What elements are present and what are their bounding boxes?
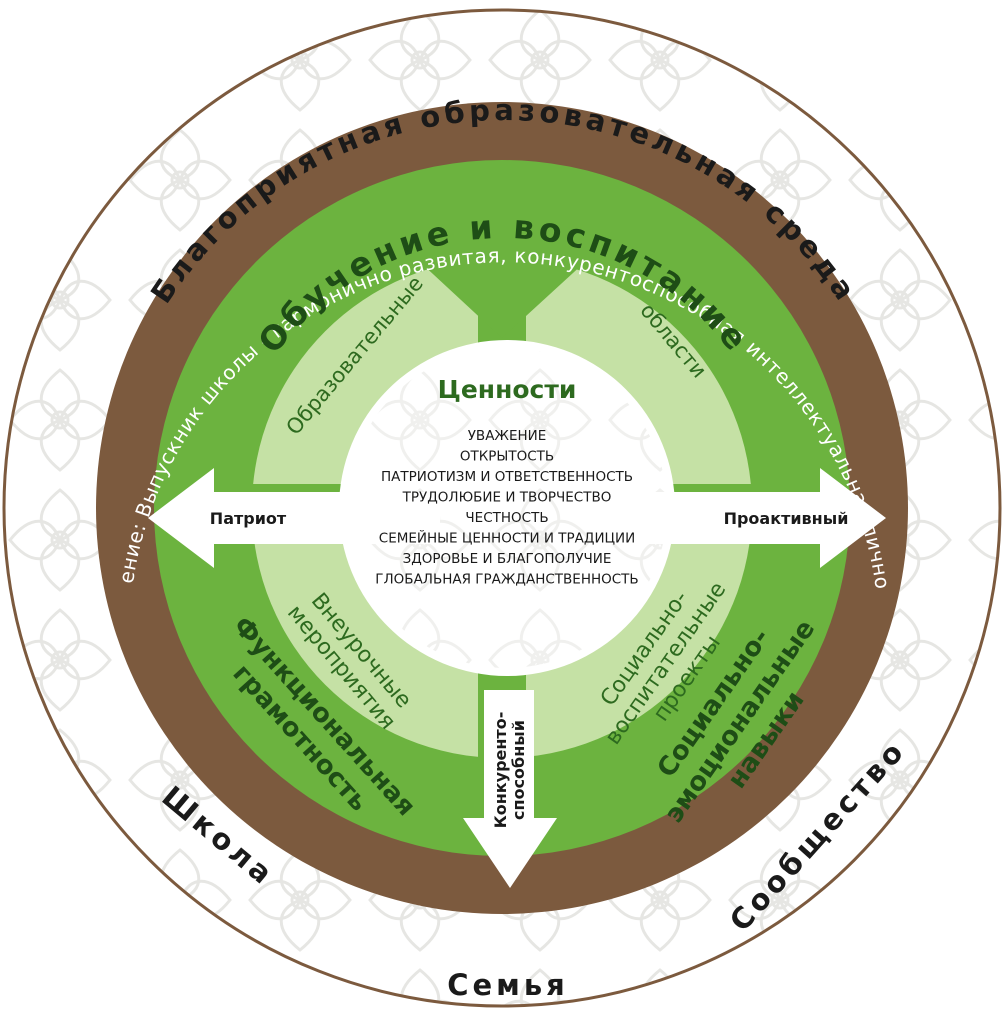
right-arrow — [594, 468, 886, 568]
svg-text:способный: способный — [509, 720, 528, 820]
value-item: ЧЕСТНОСТЬ — [465, 510, 548, 526]
center-ornament — [347, 348, 667, 668]
patriot-label: Патриот — [210, 509, 287, 528]
top-down-arrow — [420, 235, 585, 338]
value-item: СЕМЕЙНЫЕ ЦЕННОСТИ И ТРАДИЦИИ — [379, 529, 635, 547]
competitive-label: Конкуренто- способный — [491, 712, 528, 829]
outer-label-family: Семья — [447, 968, 569, 1002]
proactive-label: Проактивный — [724, 509, 849, 528]
values-title: Ценности — [438, 375, 577, 404]
value-item: ОТКРЫТОСТЬ — [460, 449, 554, 465]
value-item: ГЛОБАЛЬНАЯ ГРАЖДАНСТВЕННОСТЬ — [375, 572, 638, 588]
value-item: ПАТРИОТИЗМ И ОТВЕТСТВЕННОСТЬ — [381, 469, 633, 485]
value-item: ЗДОРОВЬЕ И БЛАГОПОЛУЧИЕ — [403, 551, 612, 567]
left-arrow — [148, 468, 440, 568]
values-list: УВАЖЕНИЕ ОТКРЫТОСТЬ ПАТРИОТИЗМ И ОТВЕТСТВЕ… — [375, 428, 638, 588]
bottom-arrow — [463, 690, 557, 888]
value-item: ТРУДОЛЮБИЕ И ТВОРЧЕСТВО — [402, 490, 612, 506]
value-item: УВАЖЕНИЕ — [468, 428, 547, 444]
svg-text:Конкуренто-: Конкуренто- — [491, 712, 510, 829]
